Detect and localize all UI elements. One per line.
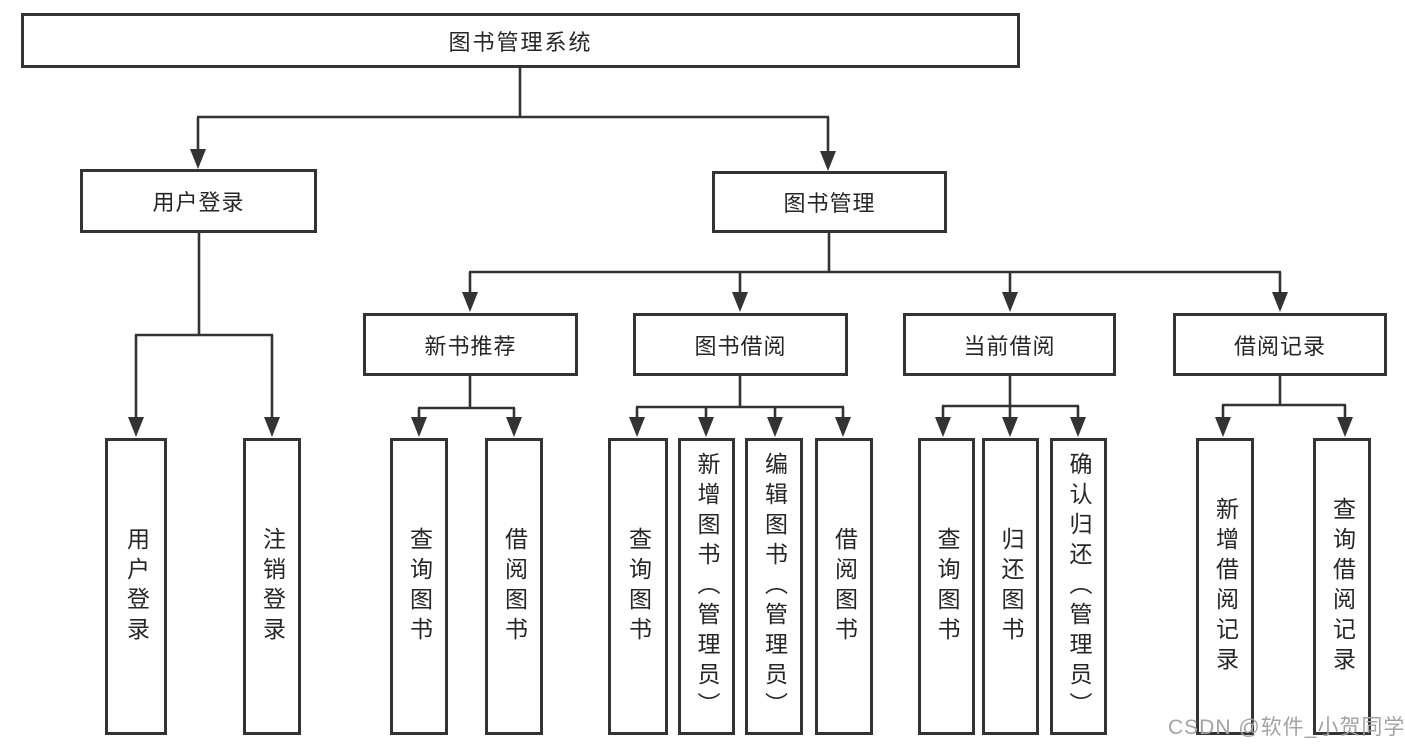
- node-user-login: 用户登录: [80, 169, 317, 233]
- node-new-book-recommend: 新书推荐: [363, 313, 578, 376]
- leaf-confirm-return-admin: 确认归还（管理员）: [1050, 438, 1107, 735]
- node-new-book-recommend-label: 新书推荐: [424, 333, 517, 359]
- connector-root: [196, 68, 830, 153]
- leaf-label: 查询图书: [406, 526, 433, 647]
- node-root: 图书管理系统: [21, 13, 1020, 68]
- leaf-label: 查询图书: [625, 526, 652, 647]
- leaf-newbook-query-books: 查询图书: [390, 438, 448, 735]
- leaf-label: 注销登录: [259, 526, 286, 647]
- node-borrow-records: 借阅记录: [1173, 313, 1387, 376]
- connector-borrow-records: [1221, 376, 1347, 420]
- leaf-label: 用户登录: [123, 526, 150, 647]
- leaf-label: 编辑图书（管理员）: [761, 451, 788, 722]
- leaf-query-borrow-record: 查询借阅记录: [1313, 438, 1371, 735]
- leaf-borrow-query-books: 查询图书: [608, 438, 668, 735]
- connector-current-borrow: [941, 376, 1080, 420]
- leaf-edit-books-admin: 编辑图书（管理员）: [745, 438, 803, 735]
- leaf-label: 新增借阅记录: [1212, 496, 1239, 677]
- csdn-watermark: CSDN @软件_小贺同学: [1168, 716, 1405, 739]
- leaf-borrow-books: 借阅图书: [815, 438, 873, 735]
- leaf-logout: 注销登录: [243, 438, 301, 735]
- leaf-label: 新增图书（管理员）: [694, 451, 720, 722]
- leaf-user-login: 用户登录: [105, 438, 167, 735]
- leaf-label: 借阅图书: [501, 526, 528, 647]
- node-current-borrow-label: 当前借阅: [963, 333, 1056, 359]
- connector-new-book: [417, 376, 516, 420]
- leaf-return-books: 归还图书: [982, 438, 1039, 735]
- node-current-borrow: 当前借阅: [903, 313, 1116, 376]
- node-book-borrow-label: 图书借阅: [694, 333, 787, 359]
- leaf-label: 查询借阅记录: [1329, 496, 1356, 677]
- node-root-label: 图书管理系统: [448, 29, 593, 55]
- leaf-newbook-borrow-books: 借阅图书: [485, 438, 543, 735]
- node-book-management: 图书管理: [712, 171, 947, 233]
- connector-book-management: [468, 233, 1282, 295]
- node-user-login-label: 用户登录: [152, 190, 245, 215]
- leaf-label: 归还图书: [998, 526, 1024, 647]
- node-book-borrow: 图书借阅: [633, 313, 848, 376]
- connector-book-borrow: [635, 376, 845, 420]
- leaf-add-borrow-record: 新增借阅记录: [1196, 438, 1254, 735]
- leaf-add-books-admin: 新增图书（管理员）: [678, 438, 735, 735]
- leaf-label: 查询图书: [934, 526, 960, 647]
- leaf-current-query-books: 查询图书: [918, 438, 975, 735]
- node-book-management-label: 图书管理: [783, 191, 876, 216]
- connector-user-login: [134, 233, 274, 419]
- leaf-label: 确认归还（管理员）: [1066, 451, 1092, 722]
- leaf-label: 借阅图书: [831, 526, 858, 647]
- node-borrow-records-label: 借阅记录: [1233, 333, 1326, 359]
